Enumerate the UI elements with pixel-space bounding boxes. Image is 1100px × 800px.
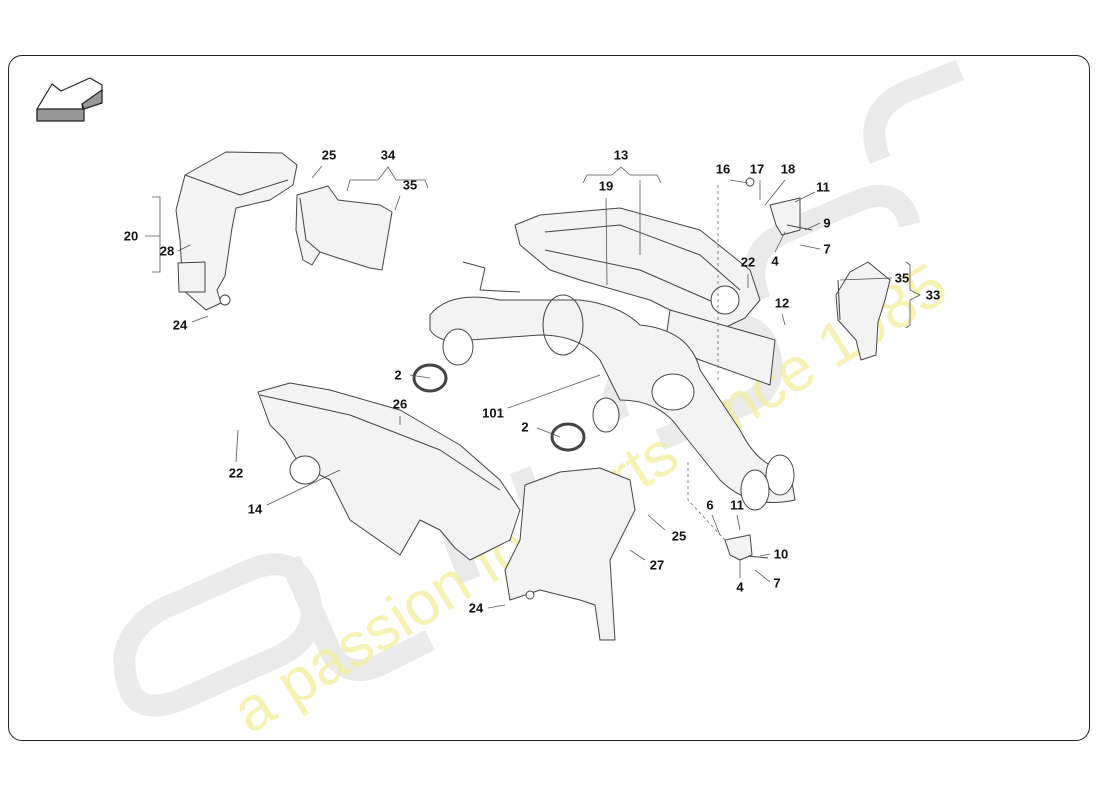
part-callout-27: 27: [649, 557, 665, 573]
part-callout-24: 24: [172, 317, 188, 333]
bracket-lower: [724, 534, 769, 561]
exhaust-pipe-101: [429, 261, 796, 511]
part-callout-4: 4: [736, 579, 744, 595]
diagram-frame: [8, 55, 1090, 741]
part-callout-24: 24: [468, 600, 484, 616]
part-callout-35: 35: [402, 177, 418, 193]
part-callout-10: 10: [773, 546, 789, 562]
part-callout-12: 12: [774, 295, 790, 311]
part-callout-7: 7: [773, 575, 781, 591]
part-callout-28: 28: [159, 243, 175, 259]
part-callout-4: 4: [771, 253, 779, 269]
clamp-2: [412, 363, 586, 452]
leader-lines: [145, 165, 921, 609]
heat-shield-20: [175, 151, 298, 311]
part-callout-35: 35: [894, 270, 910, 286]
assembly-lines: [687, 185, 726, 541]
part-callout-22: 22: [228, 465, 244, 481]
part-callout-6: 6: [706, 497, 714, 513]
part-callout-7: 7: [823, 241, 831, 257]
part-callout-2: 2: [521, 419, 529, 435]
heat-shield-13: [514, 207, 776, 386]
part-callout-25: 25: [671, 528, 687, 544]
heat-shield-33: [835, 261, 891, 361]
part-callout-34: 34: [380, 147, 396, 163]
part-callout-25: 25: [321, 147, 337, 163]
part-callout-14: 14: [247, 501, 263, 517]
part-callout-19: 19: [598, 178, 614, 194]
heat-shield-14: [257, 382, 521, 561]
part-callout-26: 26: [392, 396, 408, 412]
part-callout-33: 33: [925, 287, 941, 303]
heat-shield-34: [295, 185, 393, 271]
arrow-front-left-icon: [36, 77, 103, 122]
part-callout-11: 11: [730, 497, 744, 513]
part-callout-13: 13: [613, 147, 629, 163]
part-callout-11: 11: [816, 179, 830, 195]
part-callout-20: 20: [123, 228, 139, 244]
part-callout-101: 101: [482, 405, 504, 421]
part-callout-18: 18: [780, 161, 796, 177]
part-callout-22: 22: [740, 254, 756, 270]
bracket-upper: [745, 177, 813, 236]
heat-shield-lower: [504, 467, 636, 641]
part-callout-2: 2: [394, 367, 402, 383]
part-callout-17: 17: [749, 161, 765, 177]
part-callout-9: 9: [823, 215, 831, 231]
part-callout-16: 16: [715, 161, 731, 177]
